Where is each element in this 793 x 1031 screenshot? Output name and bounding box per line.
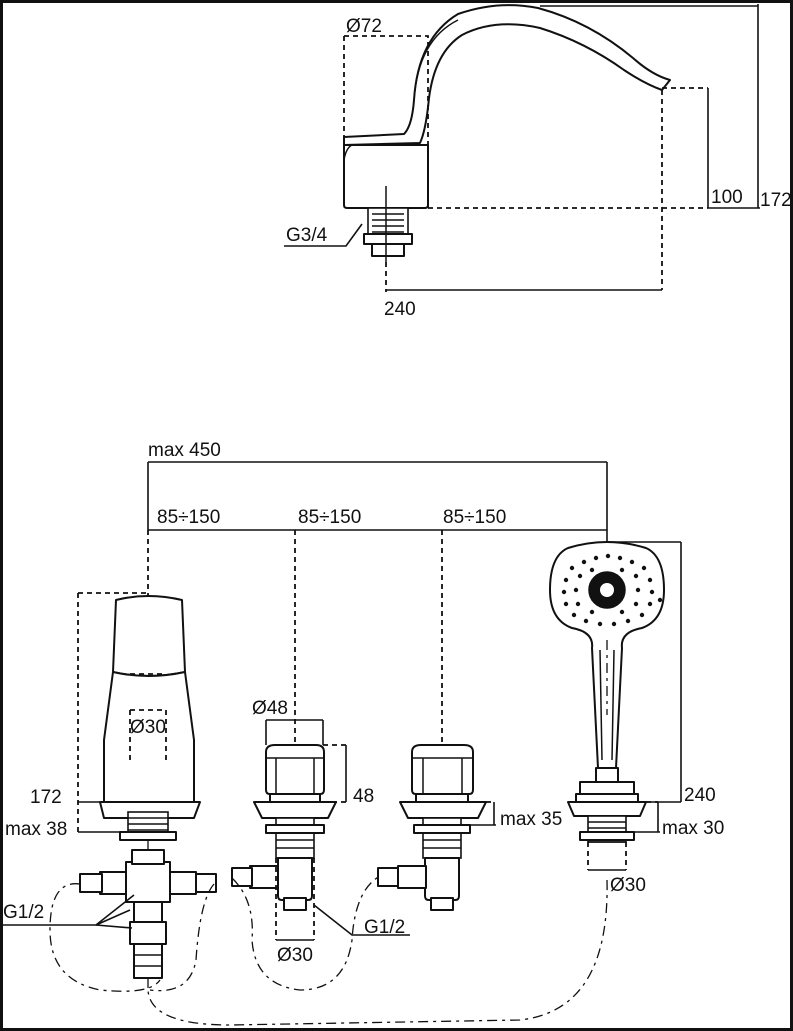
height-172-label: 172 — [760, 190, 792, 211]
spout-upper — [112, 595, 186, 677]
diameter-72-label: Ø72 — [346, 16, 382, 37]
bath-spout-front — [0, 592, 217, 992]
height-100-label: 100 — [711, 187, 743, 208]
shower-max-30-label: max 30 — [662, 818, 724, 839]
reach-240-label: 240 — [384, 299, 416, 320]
spacing-dimensions — [147, 461, 608, 745]
left-valve — [231, 719, 410, 991]
max-450-label: max 450 — [148, 440, 221, 461]
valve-diameter-30-label: Ø30 — [277, 945, 313, 966]
spout-height-172-label: 172 — [30, 787, 62, 808]
spacing-3-label: 85÷150 — [443, 507, 506, 528]
spout-diameter-30-label: Ø30 — [130, 717, 166, 738]
spout-side-elevation — [284, 4, 760, 292]
valve-diameter-48-label: Ø48 — [252, 698, 288, 719]
diverter-max-35-label: max 35 — [500, 809, 562, 830]
valve-g12-label: G1/2 — [364, 917, 405, 938]
spout-arch — [343, 4, 671, 146]
spacing-1-label: 85÷150 — [157, 507, 220, 528]
shower-diameter-30-label: Ø30 — [610, 875, 646, 896]
diverter-valve — [377, 744, 496, 911]
left-valve-handle — [265, 744, 325, 795]
spacing-2-label: 85÷150 — [298, 507, 361, 528]
shower-height-240-label: 240 — [684, 785, 716, 806]
hand-shower — [147, 541, 682, 1026]
diverter-handle — [411, 744, 474, 795]
thread-g34-label: G3/4 — [286, 225, 328, 246]
valve-height-48-label: 48 — [353, 786, 374, 807]
shower-nozzles — [561, 553, 663, 627]
spout-max-38-label: max 38 — [5, 819, 67, 840]
spout-g12-label: G1/2 — [3, 902, 44, 923]
